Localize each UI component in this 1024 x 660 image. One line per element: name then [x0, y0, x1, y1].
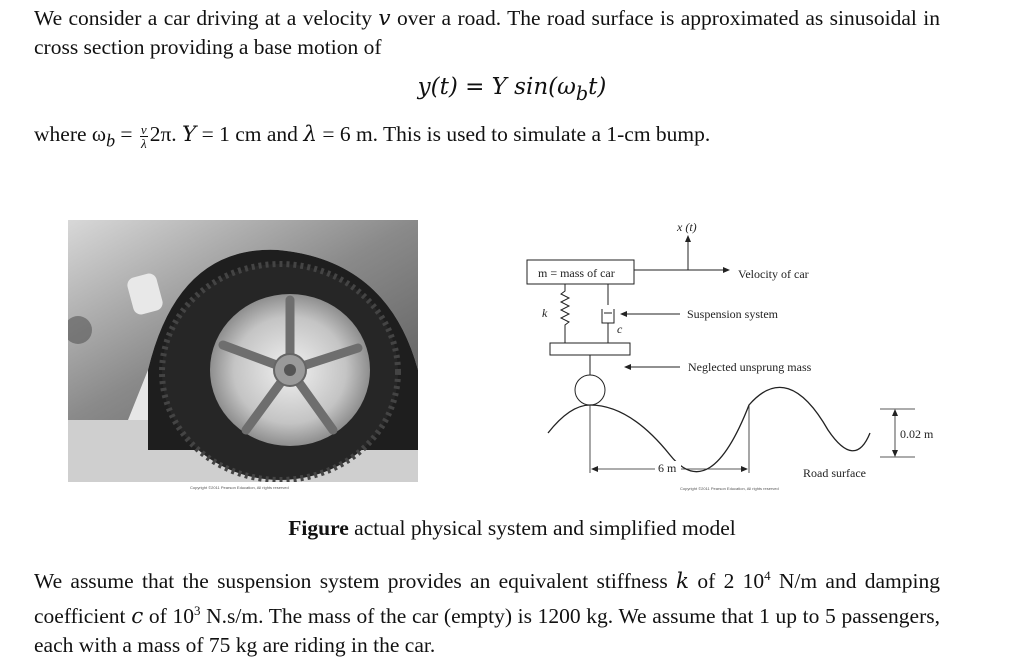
equation-tail: t): [588, 74, 607, 100]
unsprung-mass-plate: [549, 342, 631, 356]
var-k: k: [676, 569, 690, 595]
equation-main: y(t) = Y sin(ω: [417, 74, 576, 100]
x-t-label: x (t): [676, 220, 697, 234]
closing-t4: of 10: [143, 604, 194, 629]
where-prefix: where ω: [34, 122, 107, 146]
caption-bold: Figure: [288, 516, 349, 540]
mass-box: [526, 259, 635, 285]
closing-t1: We assume that the suspension system pro…: [34, 569, 677, 594]
damper: [601, 309, 615, 324]
intro-text-1: We consider a car driving at a velocity: [34, 6, 379, 30]
base-motion-equation: y(t) = Y sin(ωbt): [0, 74, 1024, 106]
equation-sub: b: [575, 81, 589, 105]
amplitude-label: 0.02 m: [900, 427, 934, 441]
var-Y: Y: [182, 122, 197, 147]
c-label: c: [617, 322, 623, 336]
intro-text-2: over a road. The road surface is approxi…: [34, 6, 940, 59]
var-v: v: [378, 6, 391, 31]
closing-t5: N.s/m. The mass of the car (empty) is 12…: [34, 604, 940, 658]
closing-t2: of 2 10: [689, 569, 765, 594]
where-eq: =: [115, 122, 138, 146]
suspension-label: Suspension system: [687, 307, 779, 321]
mass-label: m = mass of car: [538, 266, 615, 280]
where-rest-3: = 6 m. This is used to simulate a 1-cm b…: [316, 122, 711, 146]
var-lambda: λ: [303, 122, 317, 147]
caption-text: actual physical system and simplified mo…: [348, 516, 736, 540]
car-wheel-photo: [68, 220, 418, 482]
photo-copyright: Copyright ©2011 Pearson Education, All r…: [190, 485, 289, 490]
closing-t3: N/m and damping coefficient: [34, 569, 940, 629]
quarter-car-model-diagram: x (t) Velocity of car m = mass of car k …: [526, 220, 934, 491]
frac-num: v: [139, 121, 148, 137]
unsprung-label: Neglected unsprung mass: [688, 360, 812, 374]
wavelength-label: 6 m: [658, 461, 677, 475]
intro-paragraph: We consider a car driving at a velocity …: [34, 4, 940, 62]
road-label: Road surface: [803, 466, 866, 480]
velocity-label: Velocity of car: [738, 267, 809, 281]
frac-den: λ: [140, 135, 147, 151]
k-label: k: [542, 306, 548, 320]
closing-paragraph: We assume that the suspension system pro…: [34, 561, 940, 660]
where-sub: b: [106, 130, 116, 151]
where-rest-2: = 1 cm and: [196, 122, 304, 146]
exp-4: 4: [764, 568, 771, 583]
exp-3: 3: [193, 603, 201, 619]
var-c: c: [131, 604, 144, 630]
wheel-circle: [574, 374, 606, 406]
figure-caption: Figure actual physical system and simpli…: [0, 516, 1024, 541]
diagram-copyright: Copyright ©2011 Pearson Education, All r…: [680, 486, 779, 491]
spring: [559, 284, 571, 343]
where-rest-1: 2π.: [149, 122, 183, 146]
side-marker-light: [127, 273, 163, 315]
